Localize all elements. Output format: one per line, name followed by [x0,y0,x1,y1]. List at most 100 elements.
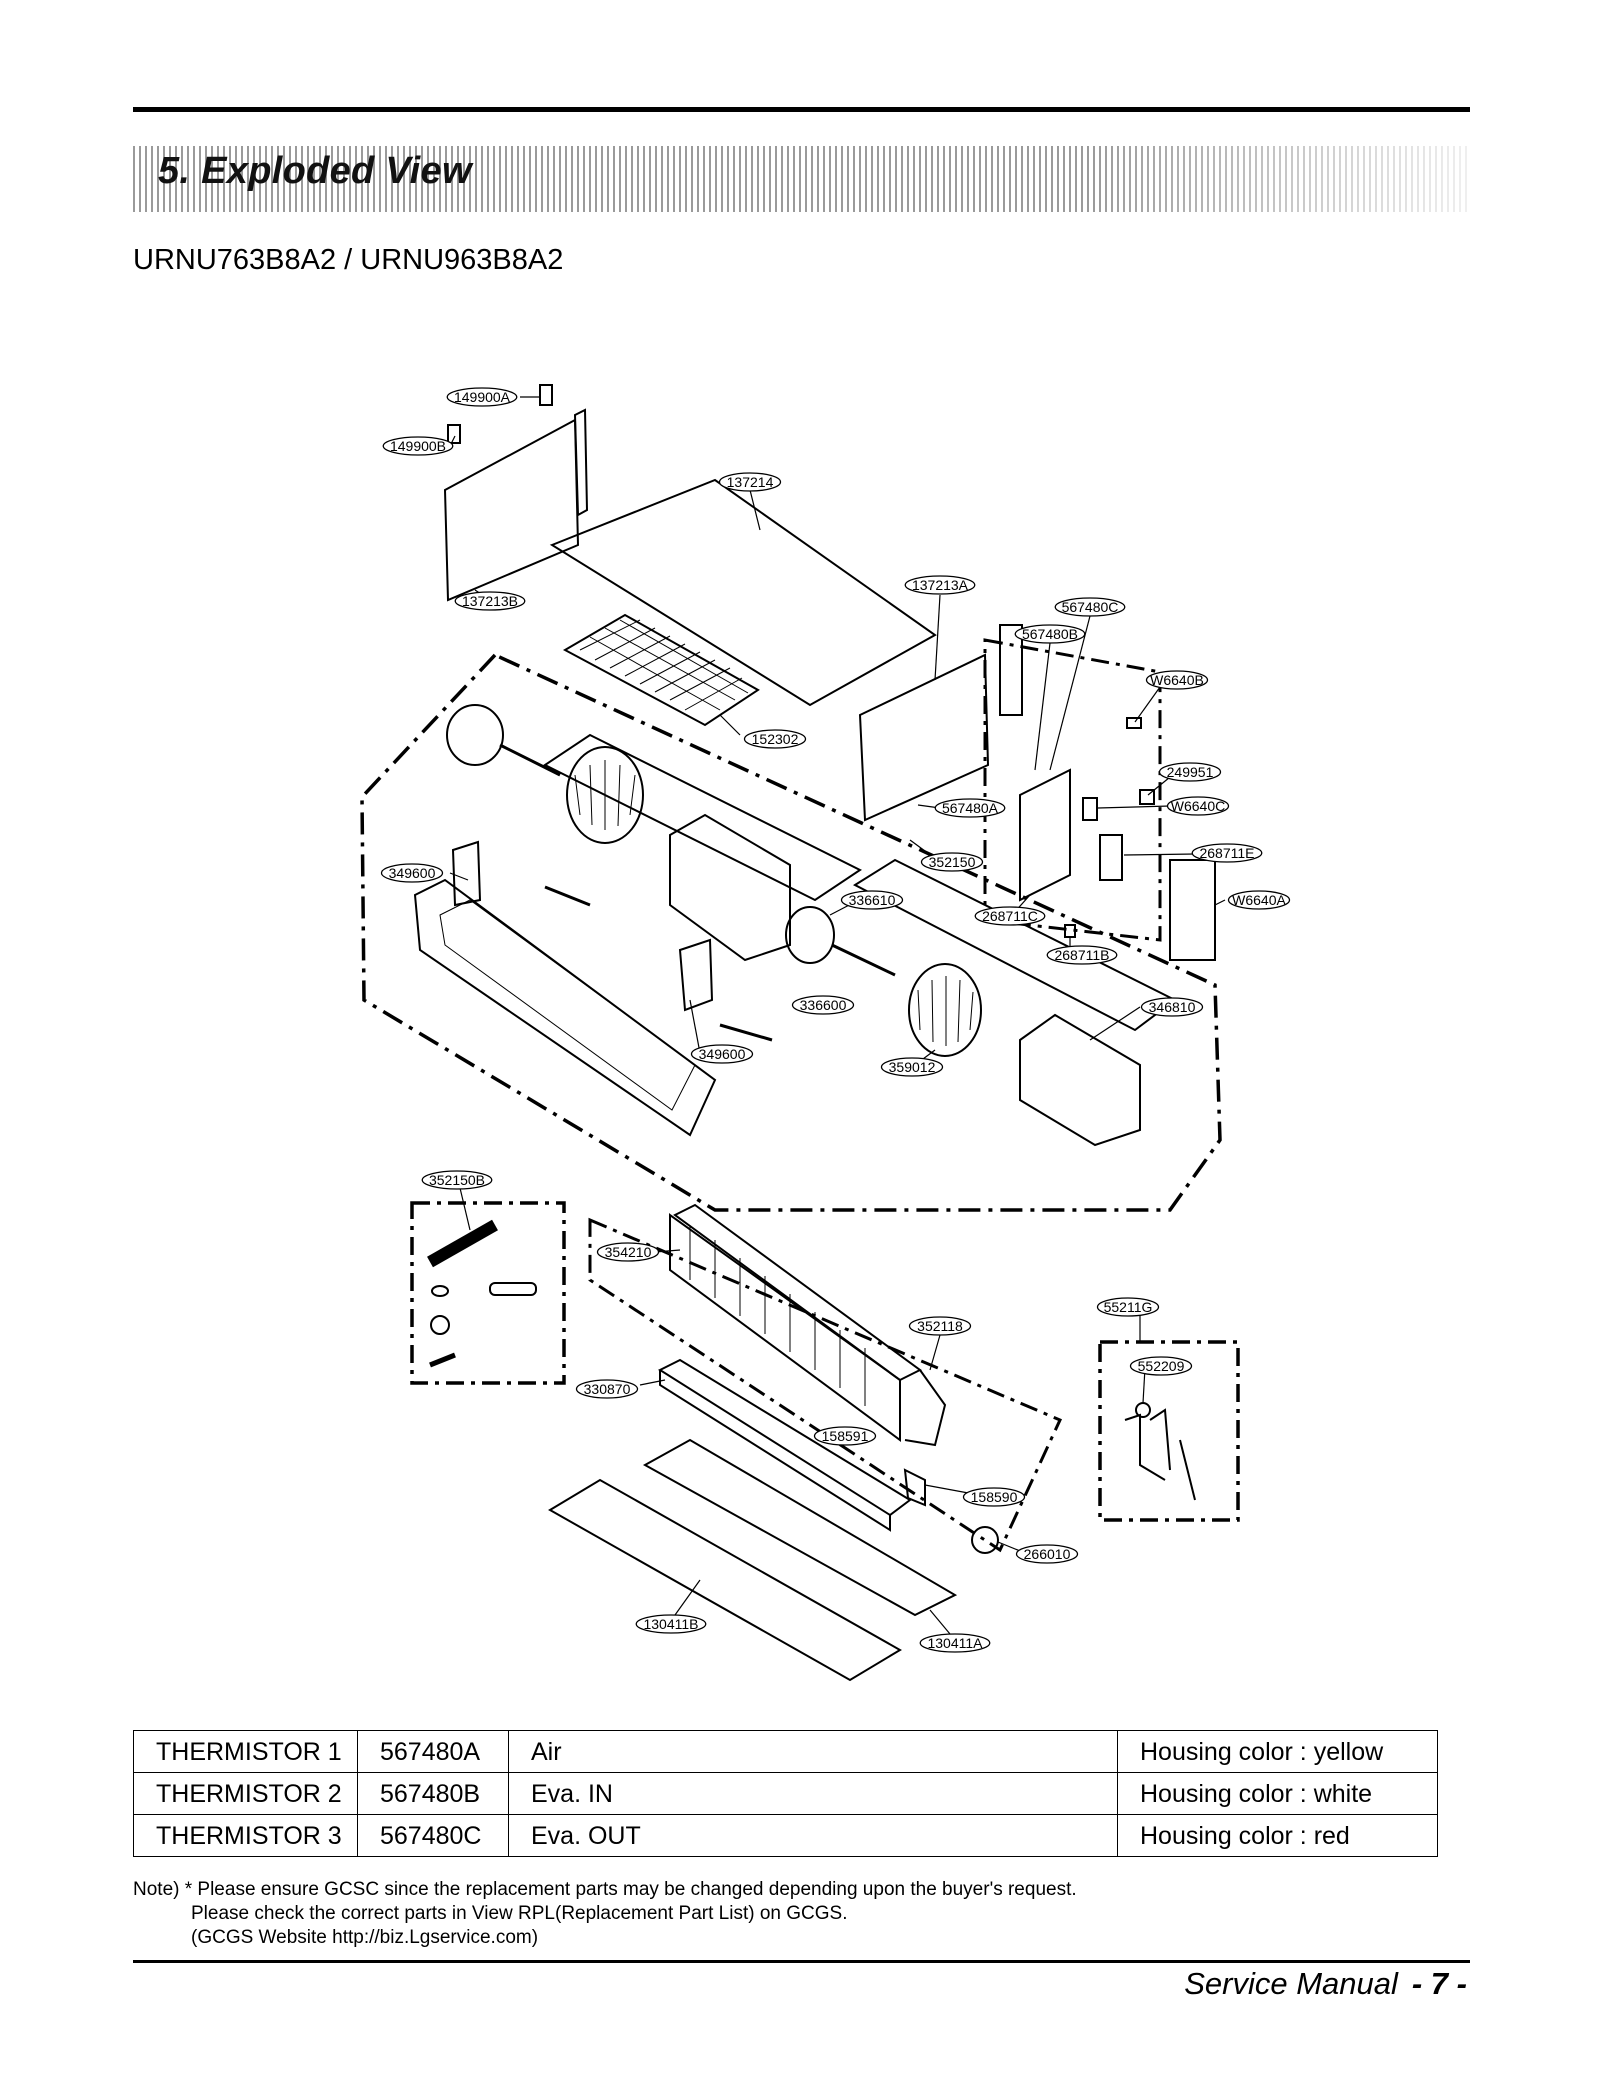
callout-label: 346810 [1149,999,1196,1015]
callout-bubble [908,1316,972,1336]
fan-bay-upper [543,733,862,902]
callout-label: 359012 [889,1059,936,1075]
section-title: 5. Exploded View [158,150,472,192]
callout-bubble [934,798,1006,818]
panel-130411B [548,1478,902,1682]
replacement-note: Note) * Please ensure GCSC since the rep… [133,1878,1077,1950]
callout-bubble [840,890,904,910]
motor-center [785,906,835,964]
callout-label: 158590 [971,1489,1018,1505]
control-box-enclosure [983,638,1162,942]
callout-bubble [743,729,807,749]
callout-bubble [1014,624,1086,644]
valve-kit-enclosure [1098,1340,1240,1522]
callout-label: W6640B [1150,672,1204,688]
callout-label: 137213A [912,577,969,593]
callout-label: 349600 [699,1046,746,1062]
rear-panel [858,653,990,822]
callout-bubble [962,1487,1026,1507]
callout-label: 55211G [1104,1299,1153,1315]
callout-bubble [1129,1356,1193,1376]
scroll-housing-right [1019,1013,1141,1147]
thermistor-table: THERMISTOR 1 567480A Air Housing color :… [133,1730,1438,1857]
manual-label: Service Manual [1184,1966,1398,2001]
callout-label: 268711C [982,908,1038,924]
callout-bubble [446,387,518,407]
callout-label: 268711E [1199,845,1254,861]
page-footer: Service Manual - 7 - [1184,1966,1467,2002]
note-line-3: (GCGS Website http://biz.Lgservice.com) [191,1927,539,1948]
bracket-149900B [447,424,461,444]
callout-label: 330870 [584,1381,631,1397]
callout-bubble [919,1633,991,1653]
callout-bubble [454,591,526,611]
callout-label: 567480A [942,800,999,816]
callout-label: 137214 [727,474,774,490]
sensor-location: Eva. OUT [508,1814,1118,1857]
motor-left [446,704,504,766]
callout-label: 152302 [752,731,799,747]
callout-bubble [1096,1297,1160,1317]
note-line-2: Please check the correct parts in View R… [191,1903,848,1924]
sensor-158590 [903,1468,926,1507]
drain-pan-330870 [657,1358,912,1517]
part-number: 567480B [357,1772,509,1815]
coil-enclosure [588,1217,1063,1553]
callout-bubble [421,1170,493,1190]
part-249951 [1139,789,1155,805]
housing-color: Housing color : yellow [1117,1730,1438,1773]
thermistor-name: THERMISTOR 1 [133,1730,358,1773]
callout-label: 352118 [917,1318,963,1334]
callout-bubble [1015,1544,1079,1564]
housing-color: Housing color : red [1117,1814,1438,1857]
exploded-view-diagram: 149900A 149900B 137214 137213B 137213A 567480… [360,384,1291,1682]
callout-label: 158591 [822,1428,869,1444]
bracket-349600-lower [678,938,714,1012]
callout-bubble [1046,945,1118,965]
callout-label: 149900B [390,438,446,454]
callout-bubble [690,1044,754,1064]
callout-bubble [1145,670,1209,690]
callout-label: 137213B [462,593,518,609]
bracket-349600-upper [451,840,482,907]
callout-bubble [974,906,1046,926]
hose-kit-enclosure [410,1201,566,1385]
side-bracket [573,408,589,517]
callout-label: W6640C [1171,798,1225,814]
callout-label: 349600 [389,865,436,881]
callout-label: 266010 [1024,1546,1071,1562]
sensor-location: Air [508,1730,1118,1773]
callout-bubble [1166,796,1230,816]
bracket-149900A [539,384,553,406]
bottom-rule [133,1960,1470,1963]
pcb-cover-268711e [1099,834,1123,881]
panel-130411A [642,1438,958,1617]
callout-label: 567480B [1022,626,1078,642]
table-row: THERMISTOR 1 567480A Air Housing color :… [133,1730,1438,1773]
callout-label: 352150B [429,1172,485,1188]
callout-bubble [1191,843,1263,863]
scroll-housing-left [669,813,791,962]
callout-label: 336600 [800,997,847,1013]
table-row: THERMISTOR 2 567480B Eva. IN Housing col… [133,1772,1438,1815]
thermistor-name: THERMISTOR 2 [133,1772,358,1815]
terminal-strip [999,624,1023,716]
evaporator-coil [673,1203,922,1382]
callout-label: 567480C [1062,599,1119,615]
model-numbers: URNU763B8A2 / URNU963B8A2 [133,244,564,276]
callout-label: W6640A [1232,892,1286,908]
blower-wheel-right [908,963,982,1057]
sensor-location: Eva. IN [508,1772,1118,1815]
part-number: 567480A [357,1730,509,1773]
callout-label: 130411B [643,1616,698,1632]
note-line-1: Note) * Please ensure GCSC since the rep… [133,1879,1077,1900]
callout-bubble [1054,597,1126,617]
callout-bubble [904,575,976,595]
side-panel [443,418,580,602]
callout-bubble [718,472,782,492]
page-number: - 7 - [1411,1966,1467,2001]
callout-label: 268711B [1054,947,1109,963]
callout-label: 149900A [454,389,511,405]
callout-bubble [813,1426,877,1446]
refrigerant-pipes [904,1369,947,1447]
